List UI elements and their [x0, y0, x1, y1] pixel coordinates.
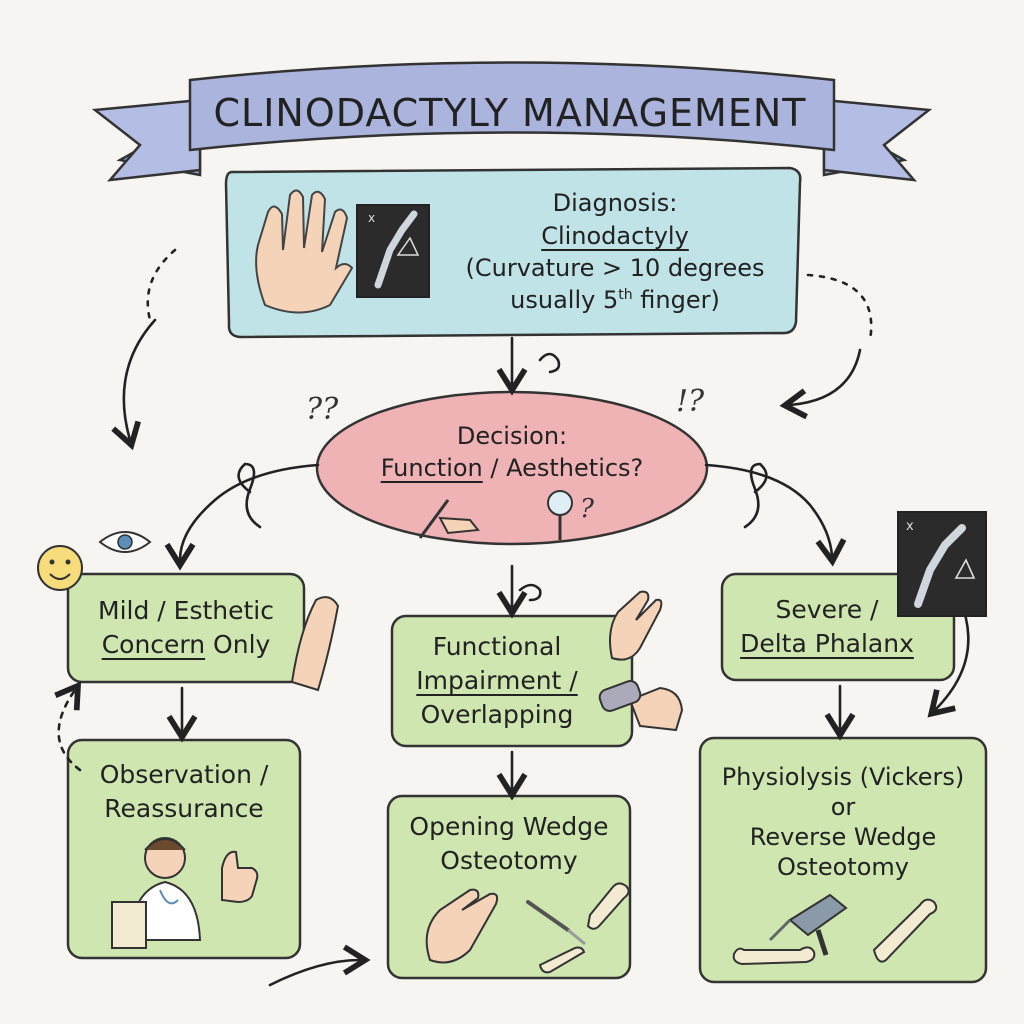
hand-icon-functional: [598, 590, 684, 732]
physiolysis-line-1: Physiolysis (Vickers): [721, 763, 965, 791]
diagnosis-detail-2: usually 5th finger): [510, 284, 720, 316]
functional-line-1: Functional: [432, 632, 562, 662]
diagnosis-detail-1: (Curvature > 10 degrees: [465, 254, 765, 282]
mild-line-2: Concern Only: [102, 628, 271, 662]
severe-text: Severe / Delta Phalanx: [722, 574, 932, 680]
observation-text: Observation / Reassurance: [68, 752, 300, 832]
physiolysis-text: Physiolysis (Vickers) or Reverse Wedge O…: [700, 748, 986, 896]
pen-hand-icon: [418, 499, 480, 539]
diagnosis-heading: Diagnosis:: [552, 189, 678, 218]
question-marks-right: !?: [676, 384, 705, 419]
decision-function: Function: [380, 454, 483, 482]
arrow-decision-to-mild: [164, 463, 320, 571]
xray-icon: x: [356, 204, 430, 298]
arrow-decision-to-severe: [704, 463, 847, 567]
scalpel-icon: [526, 900, 586, 946]
xray-icon-severe: x: [897, 511, 987, 617]
decision-aesthetics: Aesthetics?: [506, 454, 644, 482]
mild-line-1: Mild / Esthetic: [98, 596, 274, 626]
title-text: CLINODACTYLY MANAGEMENT: [213, 91, 807, 135]
decision-question: Function / Aesthetics?: [381, 452, 644, 484]
doctor-icon: [111, 837, 202, 949]
functional-line-3: Overlapping: [420, 699, 574, 729]
opening-wedge-line-2: Osteotomy: [440, 846, 578, 875]
svg-text:x: x: [906, 519, 914, 534]
mild-concern: Concern: [101, 630, 206, 659]
severe-line-1: Severe /: [775, 595, 879, 625]
physiolysis-line-3: Reverse Wedge: [749, 823, 937, 851]
decision-text: Decision: Function / Aesthetics?: [330, 404, 694, 500]
finger-icon: [290, 596, 340, 692]
detail-2-sup: th: [618, 287, 633, 304]
decision-heading: Decision:: [456, 421, 568, 450]
drill-icon: [768, 893, 848, 956]
functional-text: Functional Impairment / Overlapping: [392, 616, 602, 746]
eye-icon: [98, 531, 152, 553]
svg-text:x: x: [368, 211, 375, 225]
question-marks-left: ??: [306, 392, 339, 427]
detail-2-end: finger): [632, 286, 720, 315]
severe-box: [720, 572, 956, 682]
question-mark-mirror: ?: [580, 494, 594, 524]
hand-icon: [255, 189, 354, 314]
opening-wedge-line-1: Opening Wedge: [409, 812, 609, 842]
functional-line-2: Impairment /: [416, 666, 578, 696]
page-title: CLINODACTYLY MANAGEMENT: [200, 78, 820, 148]
opening-wedge-text: Opening Wedge Osteotomy: [388, 806, 630, 882]
mild-only: Only: [205, 630, 271, 659]
diagnosis-name: Clinodactyly: [541, 221, 689, 250]
severe-line-2: Delta Phalanx: [740, 629, 914, 658]
bone-icon-physiolysis: [732, 898, 938, 966]
observation-line-1: Observation /: [99, 760, 269, 790]
decision-sep: /: [482, 454, 507, 482]
diagnosis-text: Diagnosis: Clinodactyly (Curvature > 10 …: [430, 168, 800, 336]
physiolysis-line-4: Osteotomy: [777, 853, 909, 881]
physiolysis-line-2: or: [830, 793, 856, 821]
smiley-icon: [37, 545, 83, 591]
observation-line-2: Reassurance: [104, 794, 264, 823]
title-banner: [91, 61, 933, 182]
bone-icon: [538, 882, 630, 974]
hand-icon-wedge: [425, 888, 499, 964]
thumbs-up-icon: [221, 850, 259, 904]
mirror-icon: [547, 490, 573, 540]
detail-2-text: usually 5: [510, 286, 619, 315]
mild-text: Mild / Esthetic Concern Only: [68, 574, 304, 682]
